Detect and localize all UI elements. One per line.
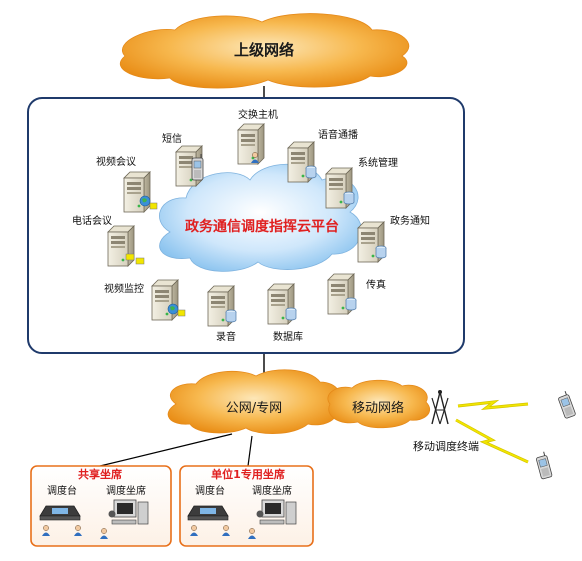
public-network-label: 公网/专网 [226,401,282,416]
server-label: 数据库 [273,330,303,343]
console-label: 调度台 [47,484,77,497]
seat-group-dedicated: 单位1专用坐席 调度台 调度坐席 [179,465,314,547]
mobile-phone-icon [556,389,577,420]
workstation-icon [256,499,297,525]
server-phone-conference: 电话会议 [72,214,145,267]
server-recording: 录音 [207,285,237,343]
dispatch-console-icon [39,505,81,521]
upper-network-label: 上级网络 [234,41,294,59]
server-label: 电话会议 [72,214,112,227]
seat-group-title: 共享坐席 [78,467,122,481]
platform-title: 政务通信调度指挥云平台 [185,218,339,235]
server-label: 短信 [162,132,182,145]
console-label: 调度台 [195,484,225,497]
workstation-icon [108,499,149,525]
server-sms: 短信 [162,132,204,187]
server-label: 视频监控 [104,282,144,295]
upper-network-cloud: 上级网络 [119,13,410,89]
server-label: 政务通知 [390,214,430,227]
server-voice-broadcast: 语音通播 [287,128,358,183]
server-label: 交换主机 [238,108,278,121]
mobile-network-label: 移动网络 [352,400,404,416]
server-video-conference: 视频会议 [96,155,158,213]
seat-label: 调度坐席 [252,484,292,497]
server-label: 传真 [366,278,386,291]
seat-group-shared: 共享坐席 调度台 调度坐席 [30,465,172,547]
server-label: 系统管理 [358,156,398,169]
seat-group-title: 单位1专用坐席 [211,467,285,481]
server-label: 录音 [216,330,236,343]
dispatch-console-icon [187,505,229,521]
mobile-terminal-label: 移动调度终端 [413,439,479,453]
mobile-network-cloud: 移动网络 [327,379,431,429]
link-public-to-dedicated [247,435,253,467]
server-database: 数据库 [267,283,303,343]
server-video-surveillance: 视频监控 [104,279,186,321]
wireless-link-icon [455,399,529,464]
seat-label: 调度坐席 [106,484,146,497]
antenna-tower-icon [431,390,449,425]
platform-cloud: 政务通信调度指挥云平台 [159,163,362,272]
link-public-to-shared [99,433,233,467]
server-fax: 传真 [327,273,386,315]
server-system-management: 系统管理 [325,156,398,209]
server-exchange-host: 交换主机 [237,108,278,165]
server-government-notice: 政务通知 [357,214,430,263]
mobile-phone-icon [534,450,553,480]
server-label: 视频会议 [96,155,136,168]
server-label: 语音通播 [318,128,358,141]
public-network-cloud: 公网/专网 [167,369,340,434]
